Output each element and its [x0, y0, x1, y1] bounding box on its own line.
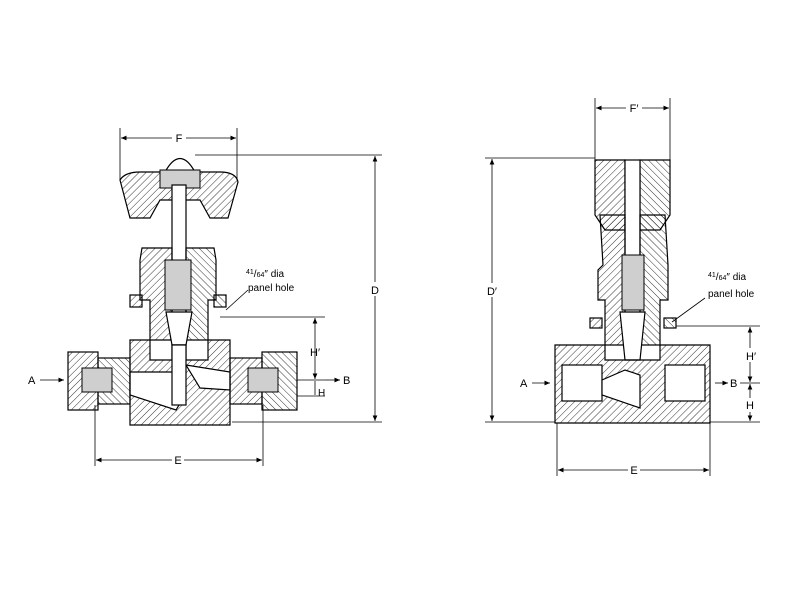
- left-port-b: B: [325, 375, 350, 387]
- right-port-b: B: [715, 378, 737, 390]
- dim-label-h-prime: H′: [746, 351, 756, 363]
- svg-text:41/64″ dia: 41/64″ dia: [246, 269, 284, 280]
- dim-label-f-prime: F′: [630, 103, 639, 115]
- dim-label-h: H: [746, 400, 754, 412]
- left-bonnet: [129, 247, 227, 346]
- dim-label-d-prime: D′: [487, 286, 497, 298]
- left-dimension-f: F: [119, 128, 238, 180]
- left-body: [129, 339, 231, 426]
- dim-label-d: D: [371, 285, 379, 297]
- right-dimension-f: F′: [594, 98, 671, 160]
- dim-label-f: F: [176, 133, 183, 145]
- svg-text:41/64″ dia: 41/64″ dia: [708, 272, 746, 283]
- svg-text:A: A: [520, 378, 528, 390]
- svg-text:B: B: [343, 375, 350, 387]
- dim-label-e: E: [630, 465, 637, 477]
- svg-text:A: A: [28, 375, 36, 387]
- dim-label-e: E: [174, 455, 181, 467]
- right-body: [554, 344, 711, 424]
- right-dimension-h: H′ H: [676, 325, 760, 423]
- right-dimension-e: E: [556, 423, 711, 477]
- right-handle: [594, 159, 671, 271]
- dim-label-h: H: [318, 388, 325, 399]
- left-dimension-d: D: [195, 154, 382, 423]
- left-end-fitting-b: [229, 351, 298, 411]
- svg-text:B: B: [730, 378, 737, 390]
- right-bonnet: [589, 214, 677, 361]
- svg-text:panel hole: panel hole: [248, 283, 295, 294]
- left-end-fitting-a: [67, 351, 131, 411]
- right-valve-drawing: [554, 159, 711, 424]
- left-dimension-e: E: [94, 405, 264, 467]
- right-port-a: A: [520, 378, 550, 390]
- right-panel-hole-note: 41/64″ dia panel hole: [671, 272, 755, 323]
- dim-label-h-prime: H′: [310, 347, 320, 359]
- left-port-a: A: [28, 375, 64, 387]
- svg-text:panel hole: panel hole: [708, 289, 755, 300]
- left-dimension-h: H′ H: [220, 316, 325, 399]
- left-panel-hole-note: 41/64″ dia panel hole: [225, 269, 295, 311]
- left-valve-drawing: [67, 157, 298, 426]
- right-dimension-d: D′: [484, 157, 595, 423]
